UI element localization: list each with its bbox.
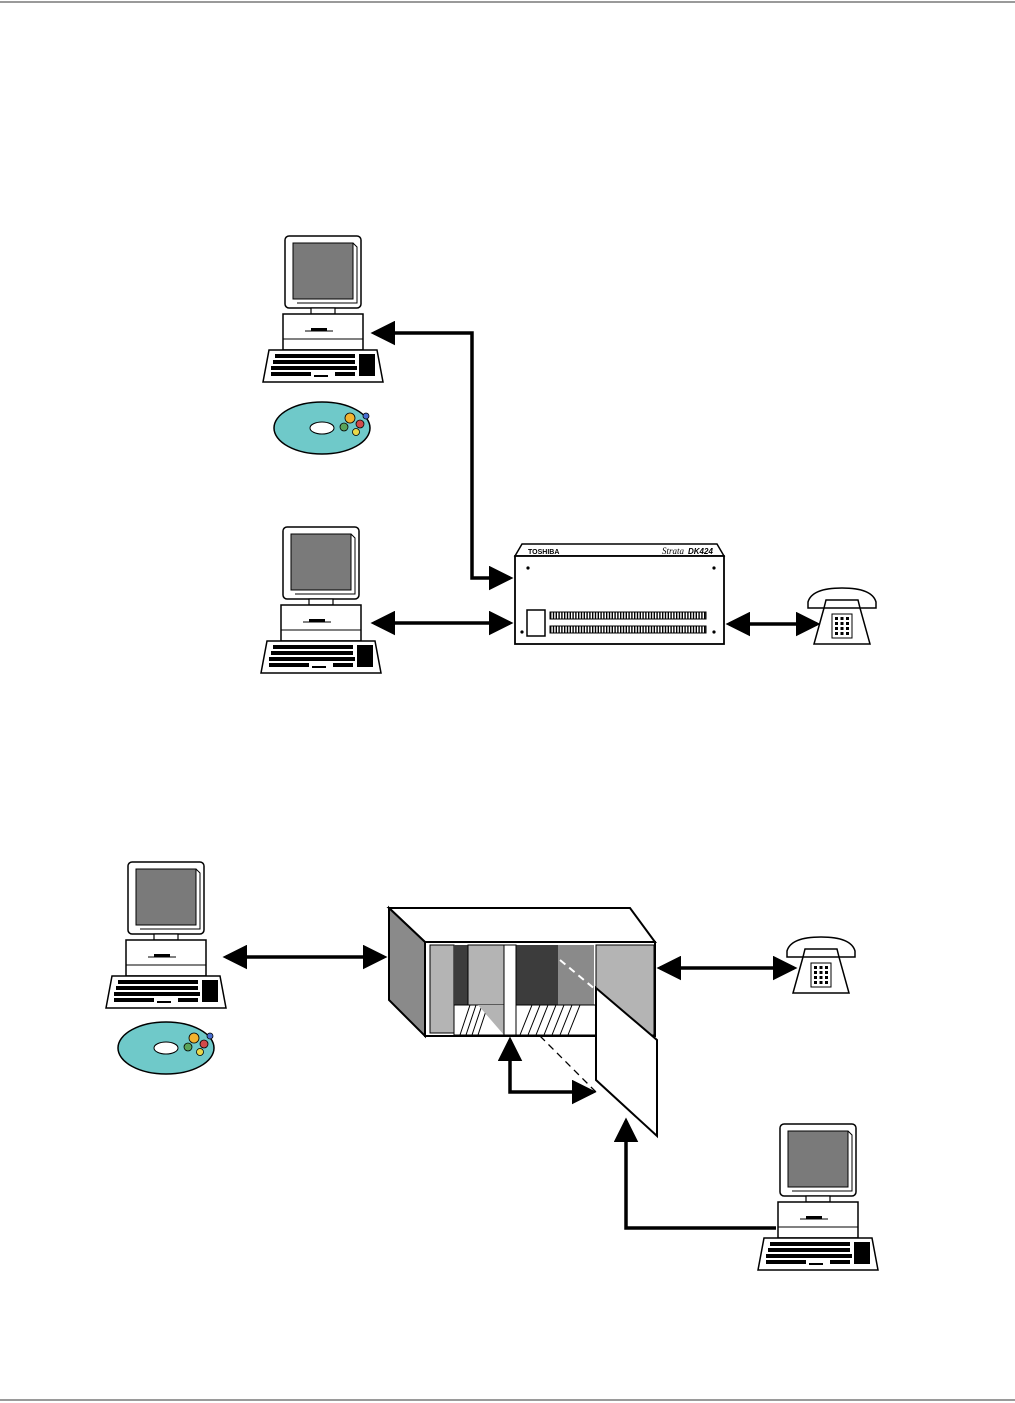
model-suffix-label: DK424 <box>688 547 713 556</box>
computer-icon <box>758 1124 878 1270</box>
model-prefix-label: Strata <box>662 546 685 556</box>
brand-label: TOSHIBA <box>528 549 559 556</box>
cd-rom-icon <box>118 1022 214 1074</box>
connector-pc-card <box>626 1121 776 1228</box>
cd-rom-icon <box>274 402 370 454</box>
telephone-icon <box>787 937 855 993</box>
cabinet-icon: TOSHIBA Strata DK424 <box>515 544 724 644</box>
connector-pc1-cabinet <box>374 333 510 578</box>
telephone-icon <box>808 588 876 644</box>
computer-icon <box>106 862 226 1008</box>
computer-icon <box>263 236 383 382</box>
computer-icon <box>261 527 381 673</box>
card-cage-icon <box>389 908 657 1136</box>
